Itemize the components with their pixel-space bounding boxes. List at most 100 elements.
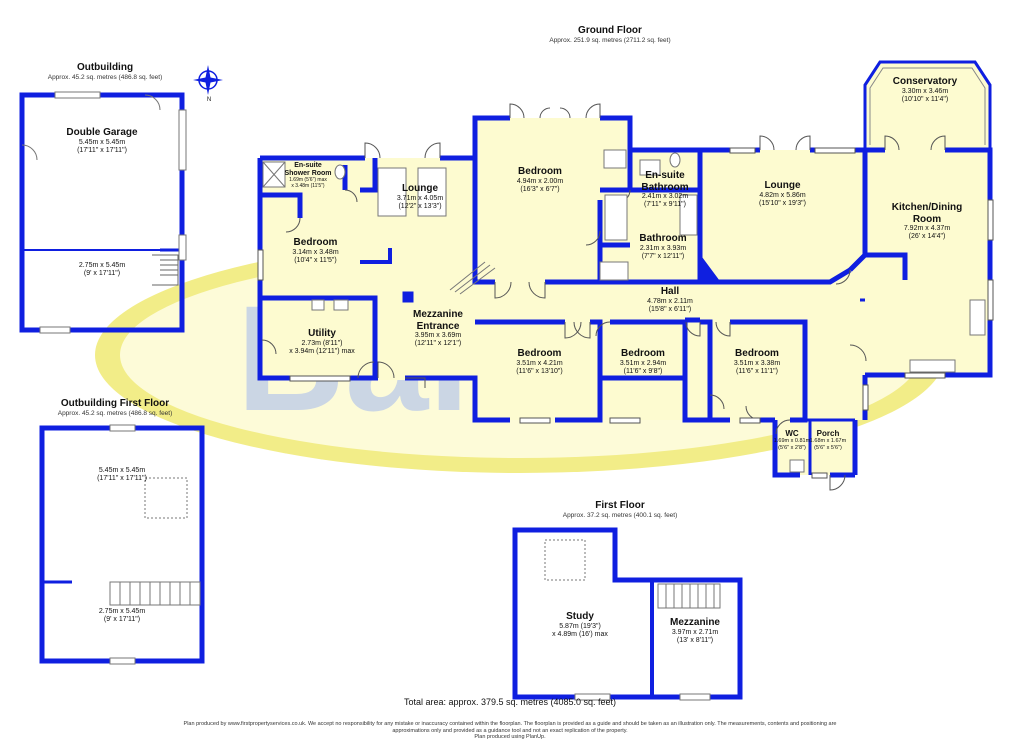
floor-fill <box>260 62 990 475</box>
room-bedroom-s2: Bedroom 3.51m x 2.94m (11'6" x 9'8") <box>598 348 688 376</box>
room-dimension-imperial: (11'6" x 13'10") <box>516 367 563 375</box>
room-lounge-west: Lounge 3.71m x 4.05m (12'2" x 13'3") <box>375 183 465 211</box>
room-dimension-metric: 4.78m x 2.11m <box>647 297 693 305</box>
disclaimer-line-3: Plan produced using PlanUp. <box>474 734 546 740</box>
conservatory-walls <box>863 60 992 150</box>
room-name: WC <box>785 429 799 438</box>
room-dimension-imperial: (17'11" x 17'11") <box>77 146 127 154</box>
room-name: Hall <box>660 286 680 297</box>
ground-floor-heading: Ground Floor Approx. 251.9 sq. metres (2… <box>520 25 700 44</box>
room-dimension-imperial: (26' x 14'4") <box>908 233 946 241</box>
room-porch: Porch 1.68m x 1.67m (5'6" x 5'6") <box>808 429 848 451</box>
room-wc: WC 1.69m x 0.81m (5'6" x 2'8") <box>772 429 812 451</box>
total-area: Total area: approx. 379.5 sq. metres (40… <box>403 697 617 707</box>
room-name: En-suite Bathroom <box>641 170 689 193</box>
room-dimension-imperial: (15'8" x 6'11") <box>648 305 692 313</box>
room-dimension-imperial: (11'6" x 9'8") <box>623 367 663 375</box>
room-dimension-metric: 4.82m x 5.86m <box>759 191 806 199</box>
room-bedroom-s3: Bedroom 3.51m x 3.38m (11'6" x 11'1") <box>712 348 802 376</box>
room-study: Study 5.87m (19'3") x 4.89m (16') max <box>535 611 625 639</box>
room-dimension-metric: 3.51m x 2.94m <box>619 359 667 367</box>
room-name: Lounge <box>764 180 801 191</box>
room-lounge-east: Lounge 4.82m x 5.86m (15'10" x 19'3") <box>735 180 830 208</box>
outbuilding-openings <box>21 91 187 334</box>
disclaimer-line-1: Plan produced by www.firstpropertyservic… <box>183 721 837 727</box>
room-dimension-metric: 2.75m x 5.45m <box>98 608 146 615</box>
room-name: Conservatory <box>892 76 958 87</box>
compass-label: N <box>206 97 212 103</box>
room-kitchen-dining: Kitchen/Dining Room 7.92m x 4.37m (26' x… <box>872 202 982 241</box>
room-bedroom-s1: Bedroom 3.51m x 4.21m (11'6" x 13'10") <box>492 348 587 376</box>
room-dimension-imperial: (16'3" x 6'7") <box>520 185 560 193</box>
room-dimension-metric: 2.41m x 3.02m <box>641 193 689 200</box>
room-mezzanine: Mezzanine 3.97m x 2.71m (13' x 8'11") <box>655 617 735 645</box>
room-dimension-imperial: (12'11" x 12'1") <box>414 340 462 348</box>
room-dimension-metric: 3.51m x 4.21m <box>516 359 563 367</box>
room-utility: Utility 2.73m (8'11") x 3.94m (12'11") m… <box>272 328 372 356</box>
room-dimension-metric: 2.75m x 5.45m <box>78 262 126 269</box>
room-dimension-metric: 3.95m x 3.69m <box>414 332 462 339</box>
first-floor-heading: First Floor Approx. 37.2 sq. metres (400… <box>540 500 700 519</box>
room-double-garage: Double Garage 5.45m x 5.45m (17'11" x 17… <box>52 127 152 155</box>
room-dimension-imperial: (11'6" x 11'1") <box>735 367 778 375</box>
room-dimension-imperial: x 3.94m (12'11") max <box>289 347 355 355</box>
room-dimension-metric: 1.69m x 0.81m <box>773 438 811 445</box>
room-conservatory: Conservatory 3.30m x 3.46m (10'10" x 11'… <box>880 76 970 104</box>
room-dimension-metric: 2.31m x 3.93m <box>639 244 687 252</box>
room-dimension-imperial: x 3.48m (11'5") <box>291 182 325 189</box>
room-dimension-metric: 5.45m x 5.45m <box>78 138 126 146</box>
ground-floor-area: Approx. 251.9 sq. metres (2711.2 sq. fee… <box>549 36 671 44</box>
room-mezzanine-entrance: Mezzanine Entrance 3.95m x 3.69m (12'11"… <box>393 309 483 348</box>
outbuilding-heading: Outbuilding Approx. 45.2 sq. metres (486… <box>40 62 170 81</box>
room-name: Bedroom <box>735 348 779 359</box>
room-name: Study <box>566 611 594 622</box>
room-dimension-metric: 3.97m x 2.71m <box>671 628 719 636</box>
room-outbuilding-upper: 5.45m x 5.45m (17'11" x 17'11") <box>72 467 172 483</box>
fixtures <box>262 149 986 473</box>
room-name: Double Garage <box>66 127 138 138</box>
outbuilding-title: Outbuilding <box>76 62 134 73</box>
outbuilding-walls <box>19 92 185 333</box>
room-dimension-metric: 5.87m (19'3") <box>559 622 601 630</box>
room-name: Bedroom <box>293 237 338 248</box>
ground-floor-title: Ground Floor <box>578 25 642 36</box>
room-bedroom-north: Bedroom 4.94m x 2.00m (16'3" x 6'7") <box>490 166 590 194</box>
room-dimension-imperial: (12'2" x 13'3") <box>398 202 442 210</box>
room-name: Porch <box>816 429 840 438</box>
room-dimension-metric: 3.71m x 4.05m <box>396 194 444 202</box>
room-dimension-metric: 5.45m x 5.45m <box>98 467 146 474</box>
room-name: Mezzanine Entrance <box>412 309 463 332</box>
outbuilding-area: Approx. 45.2 sq. metres (486.8 sq. feet) <box>47 73 163 81</box>
room-dimension-metric: 1.69m (5'6") max <box>289 177 327 184</box>
room-dimension-imperial: (7'11" x 9'11") <box>643 201 686 209</box>
room-dimension-metric: 7.92m x 4.37m <box>903 225 951 232</box>
room-dimension-metric: 3.14m x 3.48m <box>292 248 339 256</box>
room-dimension-imperial: (10'10" x 11'4") <box>901 95 949 103</box>
room-dimension-metric: 3.30m x 3.46m <box>901 87 949 95</box>
room-dimension-metric: 3.51m x 3.38m <box>733 359 781 367</box>
room-dimension-imperial: (9' x 17'11") <box>103 616 141 624</box>
room-dimension-imperial: (5'6" x 5'6") <box>814 444 842 451</box>
room-name: Lounge <box>401 183 439 194</box>
room-ensuite-bathroom: En-suite Bathroom 2.41m x 3.02m (7'11" x… <box>630 170 700 209</box>
north-arrow-icon <box>193 65 223 95</box>
room-dimension-imperial: (10'4" x 11'5") <box>294 256 337 264</box>
room-hall: Hall 4.78m x 2.11m (15'8" x 6'11") <box>625 286 715 314</box>
room-dimension-metric: 4.94m x 2.00m <box>516 177 564 185</box>
room-dimension-imperial: (15'10" x 19'3") <box>759 199 806 207</box>
room-bathroom: Bathroom 2.31m x 3.93m (7'7" x 12'11") <box>628 233 698 261</box>
room-name: Mezzanine <box>669 617 720 628</box>
room-name: Bedroom <box>517 348 562 359</box>
first-floor-title: First Floor <box>595 500 645 511</box>
outbuilding-stairs <box>152 254 179 286</box>
disclaimer-line-2: approximations only and provided as a gu… <box>392 728 628 734</box>
first-floor-details <box>544 539 721 701</box>
room-dimension-imperial: (17'11" x 17'11") <box>97 475 147 483</box>
outbuilding-first-heading: Outbuilding First Floor Approx. 45.2 sq.… <box>35 398 195 417</box>
outbuilding-first-walls <box>39 425 205 664</box>
room-dimension-imperial: (13' x 8'11") <box>676 636 714 644</box>
room-dimension-imperial: (7'7" x 12'11") <box>641 252 685 260</box>
outbuilding-first-details <box>109 424 201 665</box>
room-name: Bathroom <box>639 233 687 244</box>
